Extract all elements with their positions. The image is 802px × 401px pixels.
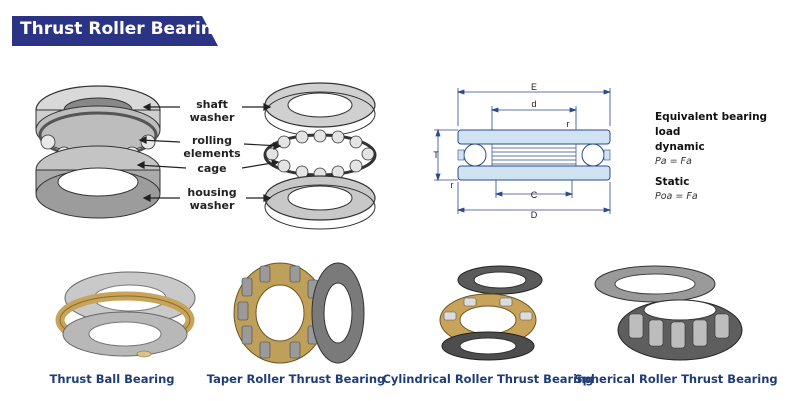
- dynamic-equation: Pa = Fa: [655, 156, 692, 167]
- cylindrical-roller-thrust-bearing-photo: [400, 258, 580, 368]
- label-rolling-elements: rolling elements: [180, 134, 244, 160]
- dim-D: D: [531, 210, 538, 220]
- static-equation: Poa = Fa: [655, 191, 698, 202]
- page-title: Thrust Roller Bearing: [20, 19, 226, 39]
- exploded-bearing: [263, 82, 377, 230]
- label-cage: cage: [180, 162, 244, 175]
- caption-taper-roller-thrust-bearing: Taper Roller Thrust Bearing: [206, 372, 386, 386]
- label-shaft-washer-line2: washer: [189, 111, 235, 124]
- caption-cylindrical-roller-thrust-bearing: Cylindrical Roller Thrust Bearing: [382, 372, 594, 386]
- label-cage-line1: cage: [197, 162, 227, 175]
- caption-thrust-ball-bearing: Thrust Ball Bearing: [49, 372, 175, 386]
- formula-heading-line1: Equivalent bearing load: [655, 111, 768, 138]
- formula-heading-line2: dynamic: [655, 141, 705, 153]
- label-rolling-elements-line2: elements: [183, 147, 241, 160]
- label-shaft-washer: shaft washer: [180, 98, 244, 124]
- label-arrows: [136, 103, 282, 202]
- dim-d: d: [531, 99, 536, 109]
- dim-r-left: r: [451, 180, 454, 190]
- title-banner: Thrust Roller Bearing: [12, 16, 225, 46]
- dim-C: C: [531, 190, 538, 200]
- cross-section-diagram: E d r T r C D: [430, 82, 630, 222]
- dim-E: E: [531, 82, 537, 92]
- label-housing-washer-line2: washer: [189, 199, 235, 212]
- thrust-ball-bearing-photo: [40, 258, 220, 368]
- cutaway-bearing: [35, 85, 161, 219]
- static-heading: Static: [655, 176, 690, 188]
- spherical-roller-thrust-bearing-photo: [585, 258, 765, 368]
- banner-shape: [12, 16, 218, 46]
- label-housing-washer-line1: housing: [187, 186, 237, 199]
- label-rolling-elements-line1: rolling: [192, 134, 232, 147]
- load-formula-block: Equivalent bearing load dynamic Pa = Fa …: [655, 110, 795, 210]
- label-housing-washer: housing washer: [180, 186, 244, 212]
- dimension-drawing: E d r T r C D: [433, 82, 612, 220]
- taper-roller-thrust-bearing-photo: [220, 258, 400, 368]
- dim-T: T: [433, 150, 439, 160]
- dim-r-top: r: [567, 119, 570, 129]
- caption-spherical-roller-thrust-bearing: Spherical Roller Thrust Bearing: [574, 372, 778, 386]
- label-shaft-washer-line1: shaft: [196, 98, 228, 111]
- bearing-anatomy-illustration: shaft washer rolling elements cage housi…: [20, 70, 390, 240]
- exploded-bearing-drawing: [35, 82, 377, 230]
